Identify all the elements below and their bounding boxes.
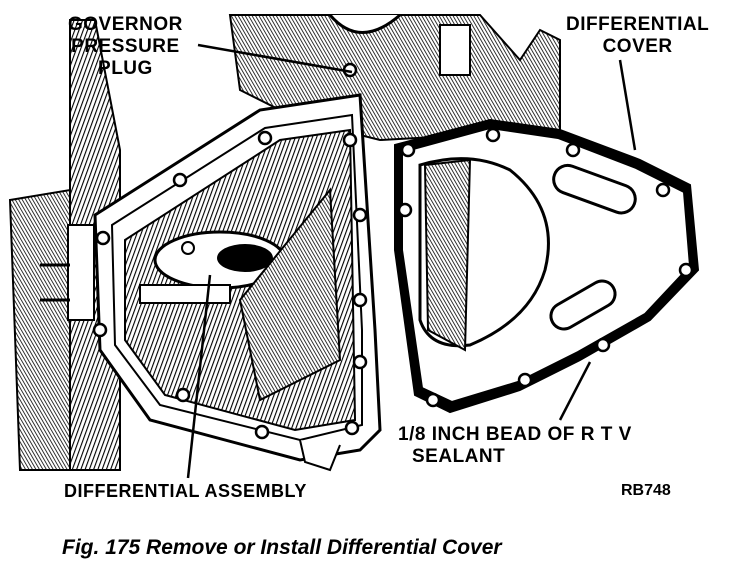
figure-id: RB748 (621, 482, 671, 499)
transmission-illustration (8, 13, 700, 479)
governor-label-line2: PRESSURE (71, 36, 180, 57)
differential-opening (124, 128, 357, 432)
cover-label-line1: DIFFERENTIAL (566, 14, 710, 35)
governor-pressure-plug-label: GOVERNOR PRESSURE PLUG (68, 14, 183, 80)
governor-leader-line (197, 43, 353, 74)
figure-caption: Fig. 175 Remove or Install Differential … (62, 536, 502, 559)
differential-assembly-label: DIFFERENTIAL ASSEMBLY (64, 481, 307, 501)
bead-label-line2: SEALANT (412, 446, 506, 467)
differential-cover-label: DIFFERENTIAL COVER (566, 14, 709, 58)
assembly-leader-line (186, 274, 212, 479)
leader-lines (186, 43, 637, 479)
cover-label-line2: COVER (602, 36, 673, 57)
cover-leader-line (618, 59, 637, 151)
bead-leader-line (558, 361, 592, 421)
governor-label-line3: PLUG (98, 58, 153, 79)
cover-bolt-holes (397, 127, 694, 408)
bead-label-line1: 1/8 INCH BEAD OF R T V (398, 424, 632, 445)
flange-bolt-holes (92, 62, 368, 440)
rtv-bead-label: 1/8 INCH BEAD OF R T V SEALANT (398, 424, 632, 468)
governor-label-line1: GOVERNOR (68, 14, 183, 35)
differential-cover (394, 118, 700, 414)
